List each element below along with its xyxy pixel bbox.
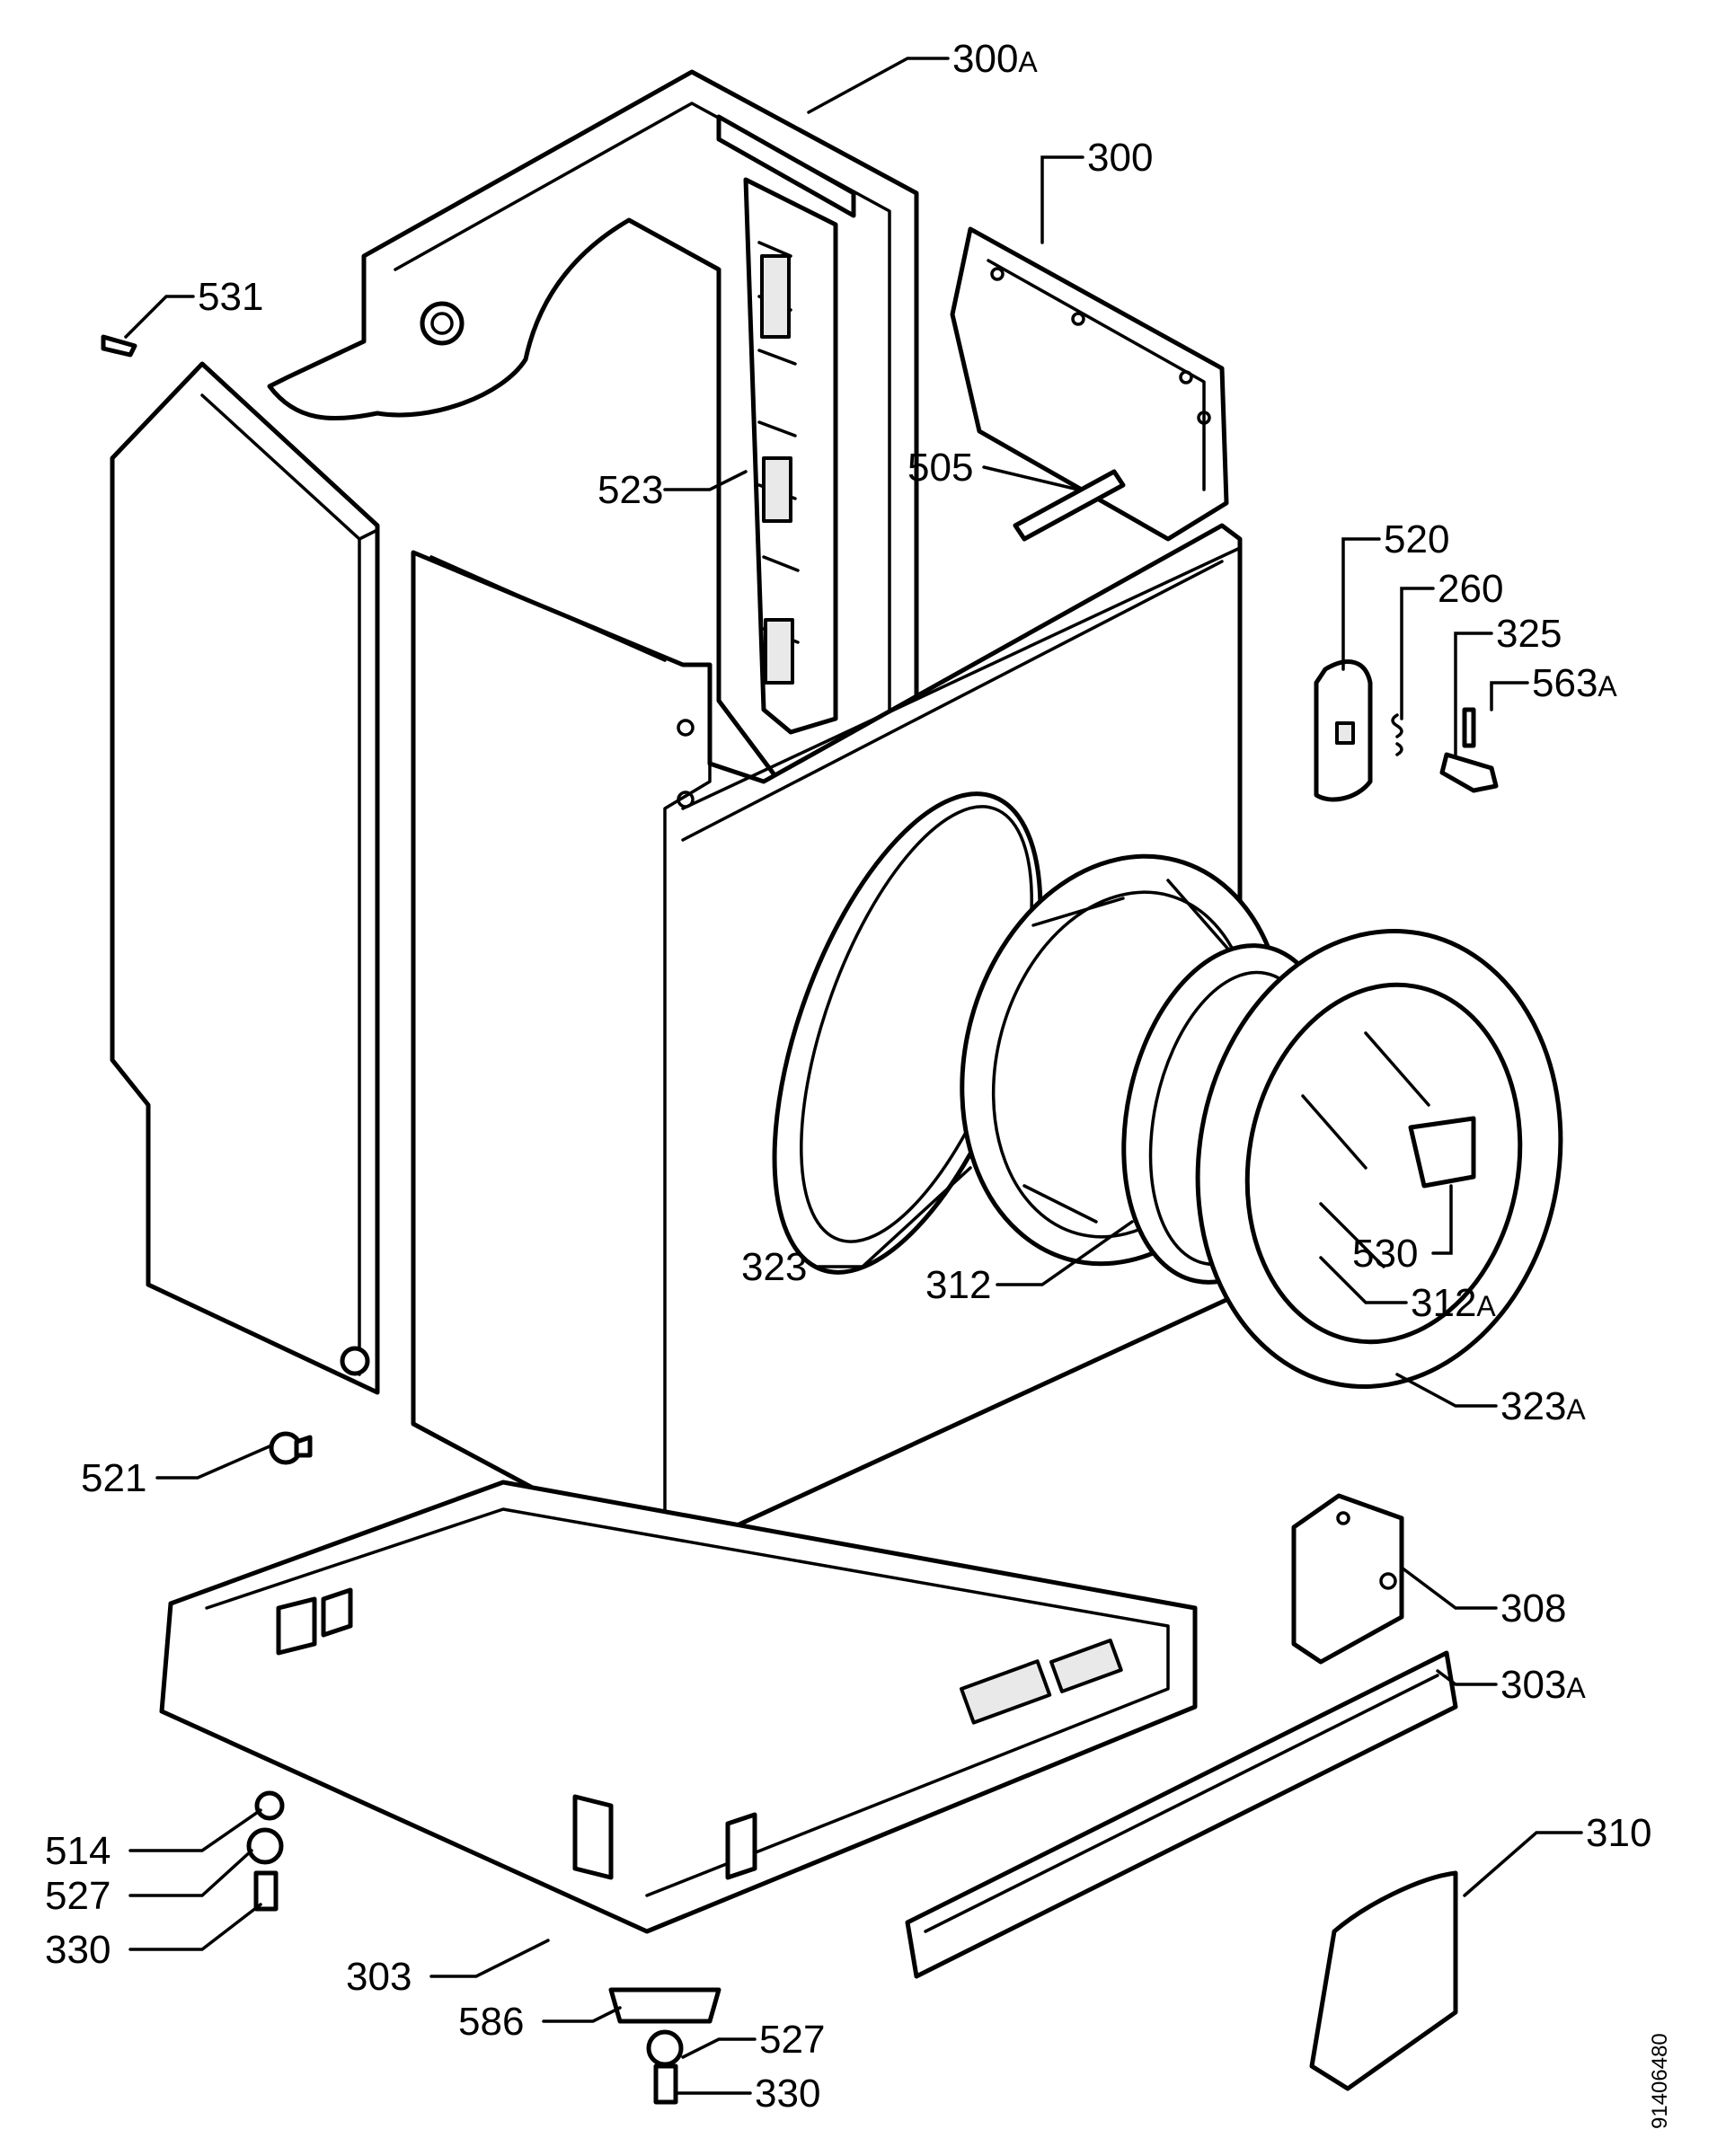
hinge-plate-part [1314, 659, 1373, 802]
callout-521: 521 [81, 1456, 146, 1500]
cabinet-shell-part [411, 523, 1243, 1561]
left-side-panel-part [110, 361, 380, 1395]
callout-300: 300 [1087, 136, 1153, 180]
top-frame-part [950, 226, 1229, 542]
callout-514: 514 [45, 1829, 111, 1873]
callout-312A: 312A [1411, 1281, 1496, 1325]
callout-330-left: 330 [45, 1928, 111, 1972]
document-number: 91406480 [1648, 2033, 1672, 2129]
kick-strip-part [905, 1650, 1458, 1979]
callout-312: 312 [925, 1263, 991, 1307]
callout-520: 520 [1384, 517, 1449, 561]
callout-310: 310 [1586, 1811, 1651, 1855]
callout-531: 531 [198, 275, 263, 319]
callout-325: 325 [1496, 612, 1562, 656]
callout-303: 303 [346, 1955, 412, 1999]
callout-523: 523 [597, 468, 663, 512]
pin-part [1462, 707, 1476, 748]
callout-527-right: 527 [759, 2018, 825, 2062]
callout-323: 323 [741, 1245, 807, 1289]
hinge-lever-part [1439, 752, 1499, 793]
callout-labels: 300A 300 531 523 505 520 260 325 563A 53… [45, 37, 1651, 2116]
rod-part [1013, 469, 1126, 542]
callout-323A: 323A [1500, 1384, 1586, 1428]
foot-right-part [608, 1987, 721, 2105]
screw-531-part [101, 334, 137, 358]
callout-505: 505 [907, 446, 973, 490]
callout-530: 530 [1352, 1232, 1418, 1276]
callout-563A: 563A [1532, 661, 1617, 705]
foot-left-part [246, 1790, 285, 1912]
callout-260: 260 [1438, 567, 1503, 611]
spring-part [1391, 713, 1403, 756]
service-flap-part [1309, 1870, 1458, 2091]
callout-527-left: 527 [45, 1874, 111, 1918]
leader-lines [124, 57, 1583, 2095]
base-frame-part [159, 1480, 1198, 1934]
callout-300A: 300A [952, 37, 1038, 81]
screw-521-part [269, 1431, 313, 1465]
latch-part [1408, 1116, 1476, 1188]
callout-330-right: 330 [755, 2072, 820, 2116]
callout-308: 308 [1500, 1586, 1566, 1630]
callout-303A: 303A [1500, 1663, 1586, 1707]
rear-rail-part [743, 177, 838, 735]
callout-586: 586 [458, 2000, 524, 2044]
hinge-bracket-part [1291, 1493, 1404, 1665]
